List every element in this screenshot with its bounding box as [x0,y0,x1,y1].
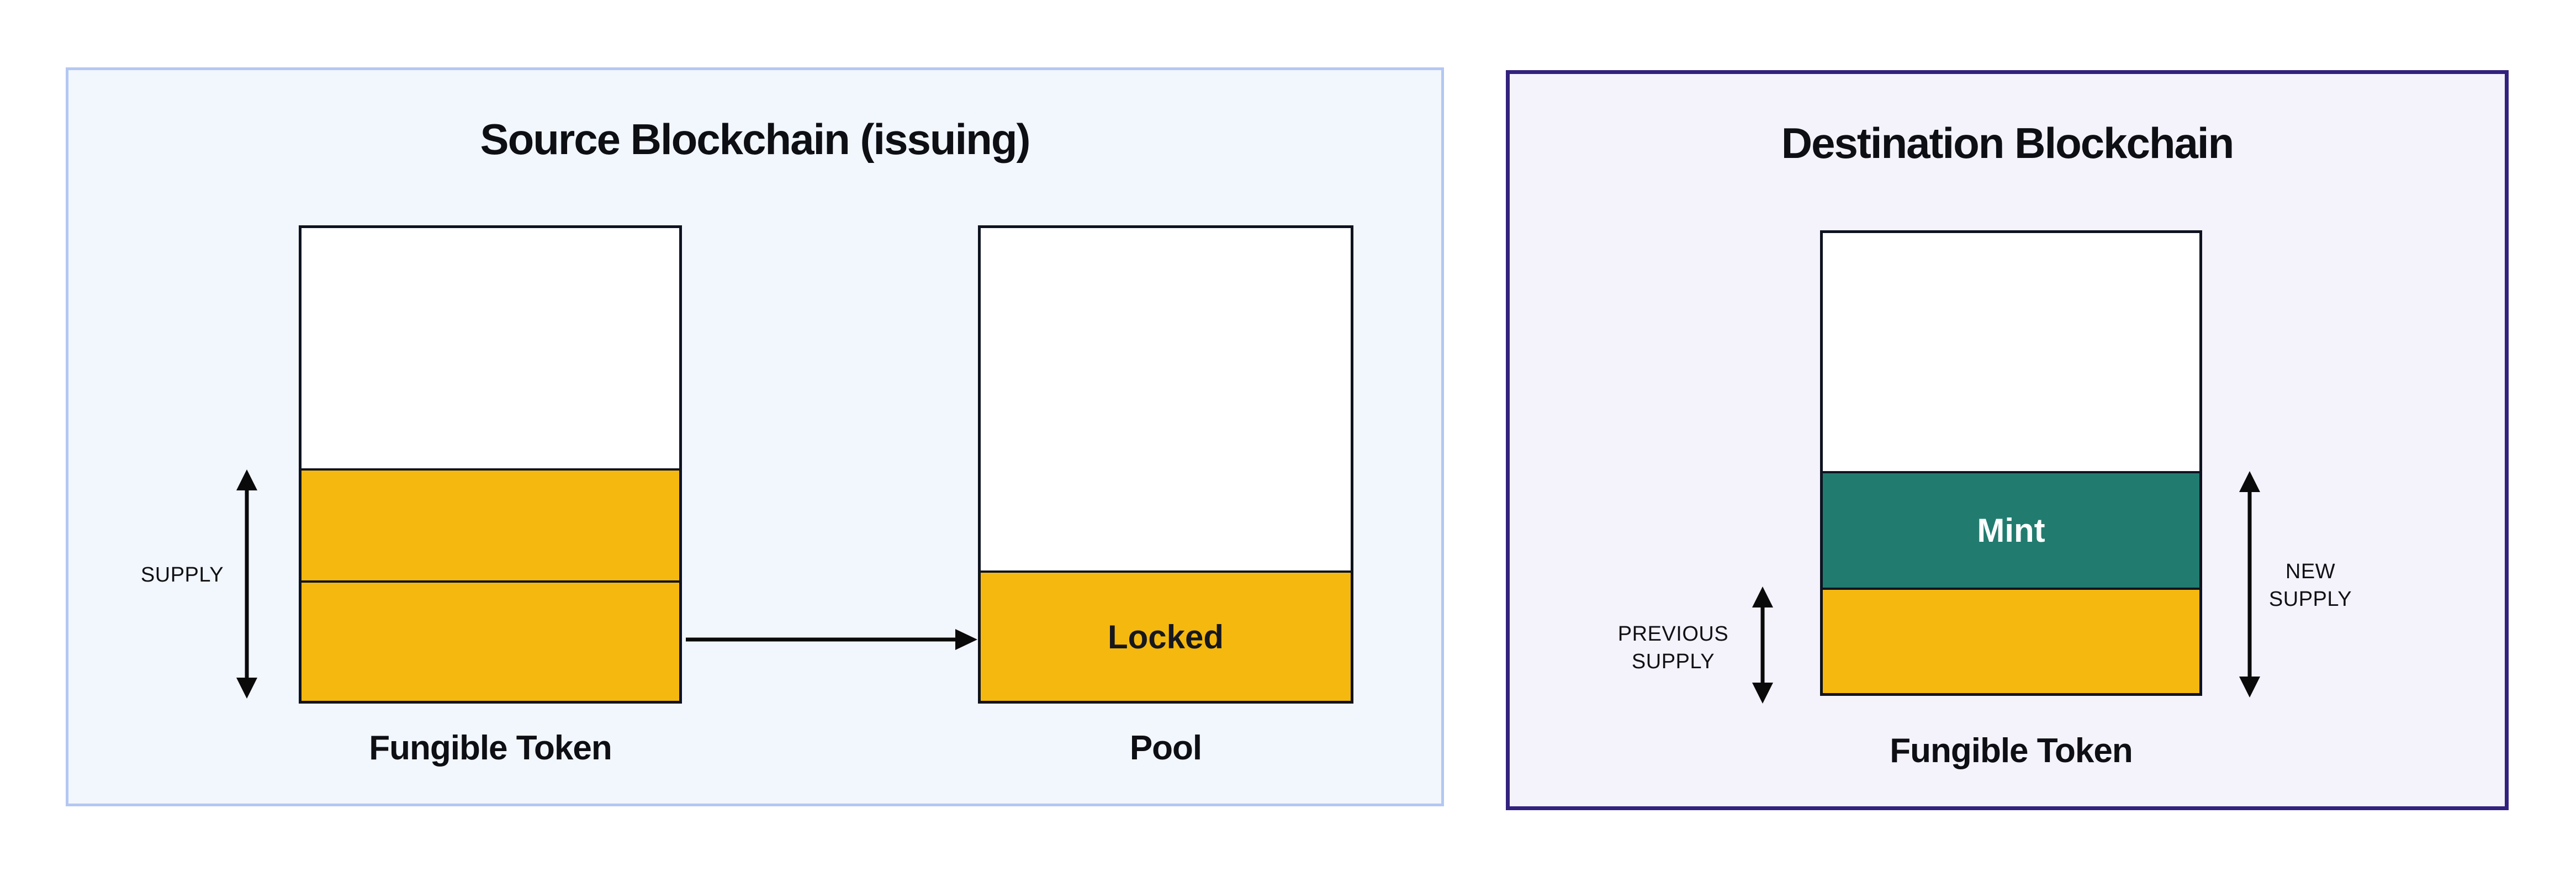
previous-supply-segment [1823,588,2199,693]
mint-label: Mint [1977,512,2045,549]
previous-supply-label-line2: SUPPLY [1631,650,1715,673]
transfer-arrow-icon [685,623,977,656]
mint-segment: Mint [1823,471,2199,588]
previous-supply-range-arrow-icon [1746,587,1779,704]
previous-supply-label-line1: PREVIOUS [1617,622,1729,646]
locked-tokens-segment: Locked [981,570,1351,701]
destination-panel-title: Destination Blockchain [1781,119,2235,167]
pool-empty-segment [981,228,1351,570]
pool-bar: Locked [978,225,1353,704]
supply-range-arrow-icon [230,469,263,699]
new-supply-range-arrow-icon [2233,471,2266,698]
fungible-token-label: Fungible Token [369,729,612,767]
dest-bar-empty-segment [1823,233,2199,471]
destination-fungible-token-label: Fungible Token [1890,732,2133,770]
new-supply-label-line2: SUPPLY [2268,588,2352,611]
destination-fungible-token-bar: Mint [1820,230,2202,696]
previous-supply-label: PREVIOUS SUPPLY [1590,620,1756,675]
new-supply-label-line1: NEW [2285,560,2336,583]
token-bar-supply-upper-segment [301,468,679,580]
locked-label: Locked [1107,618,1224,656]
token-bar-supply-lower-segment [301,580,679,701]
supply-label: SUPPLY [140,563,224,587]
destination-blockchain-panel: Destination Blockchain PREVIOUS SUPPLY M… [1506,70,2509,810]
new-supply-label: NEW SUPPLY [2228,558,2393,613]
source-blockchain-panel: Source Blockchain (issuing) SUPPLY [66,67,1444,806]
pool-label: Pool [1129,729,1202,767]
source-fungible-token-bar [299,225,682,704]
token-bar-empty-segment [301,228,679,468]
source-panel-title: Source Blockchain (issuing) [480,115,1031,163]
